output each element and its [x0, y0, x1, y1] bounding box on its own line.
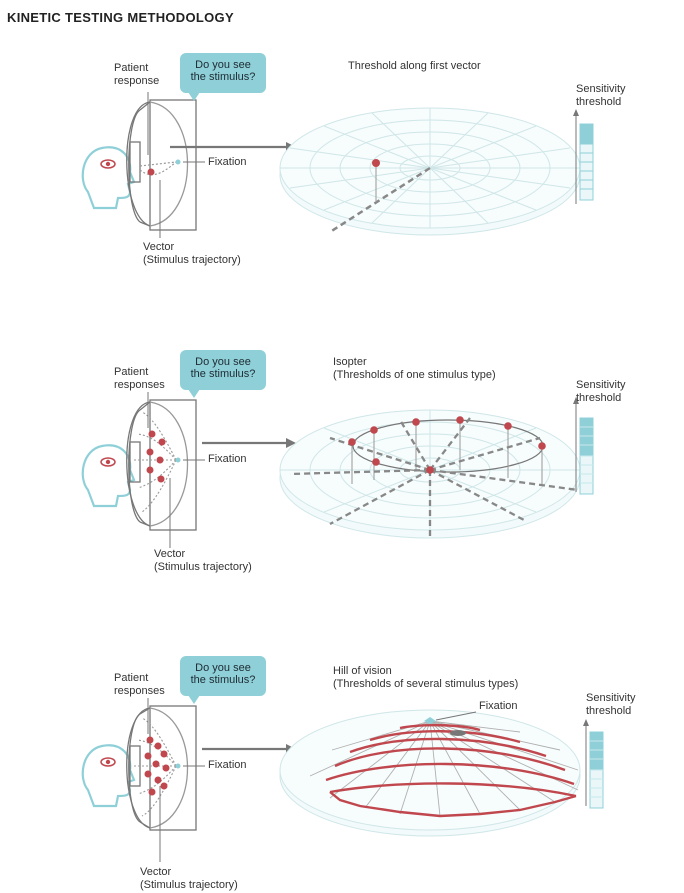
isopter-points: [348, 416, 546, 474]
sensitivity-scale: [573, 109, 594, 204]
vector-label: Vector(Stimulus trajectory): [140, 866, 238, 891]
threshold-point: [372, 159, 380, 167]
vector-label: Vector(Stimulus trajectory): [143, 241, 241, 266]
fixation-label: Fixation: [208, 453, 247, 465]
head-icon: [81, 744, 136, 808]
eye-icon: [100, 159, 116, 169]
eye-icon: [100, 757, 116, 767]
panel3-illustration: [81, 698, 604, 862]
hill-of-vision-mesh: [309, 720, 579, 818]
stimulus-dots: [146, 430, 166, 483]
fixation-label: Fixation: [208, 759, 247, 771]
blind-spot: [450, 730, 466, 736]
vector-label: Vector(Stimulus trajectory): [154, 548, 252, 573]
fixation-dot: [175, 763, 181, 769]
fixation-dot: [175, 457, 181, 463]
fixation-dot: [175, 159, 181, 165]
perimeter-bowl-icon: [126, 705, 197, 831]
page-title: KINETIC TESTING METHODOLOGY: [7, 10, 234, 25]
fixation-label: Fixation: [208, 156, 247, 168]
panel-heading: Hill of vision(Thresholds of several sti…: [333, 665, 519, 690]
vectors: [289, 417, 579, 538]
perimeter-bowl-icon: [126, 399, 197, 531]
panel2-illustration: [81, 392, 594, 548]
fixation-top-dot: [424, 717, 436, 724]
panel1-illustration: [81, 92, 594, 238]
panel-heading: Threshold along first vector: [348, 60, 481, 72]
fixation-top-label: Fixation: [479, 700, 518, 712]
perimeter-bowl-icon: [126, 99, 197, 231]
sensitivity-scale: [573, 397, 594, 495]
sensitivity-scale: [583, 719, 604, 809]
stimulus-dot: [147, 168, 155, 176]
visual-field-disk: [279, 107, 581, 236]
eye-icon: [100, 457, 116, 467]
stimulus-dots: [144, 736, 170, 796]
panel-heading: Isopter(Thresholds of one stimulus type): [333, 356, 496, 381]
